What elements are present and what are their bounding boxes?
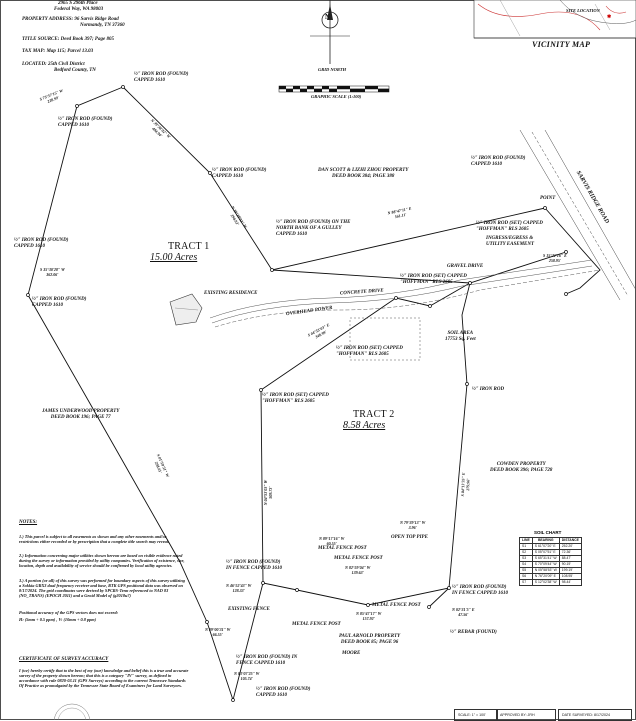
tract1-acres: 15.00 Acres <box>150 252 198 263</box>
owner-address-line2: Federal Way, WA 98003 <box>54 7 104 12</box>
rod-road-label: ½" IRON ROD (FOUND) CAPPED 1610 <box>471 156 526 167</box>
bearing-7: S 04°13'35" E 279.96' <box>459 472 471 497</box>
north-arrow-icon <box>310 0 350 64</box>
rod-bottom-label: ½" IRON ROD (FOUND) CAPPED 1610 <box>256 687 311 698</box>
rebar-label: ½" REBAR (FOUND) <box>450 630 497 635</box>
north-label: GRID NORTH <box>318 67 347 72</box>
north-letter: N <box>325 13 331 21</box>
driveway-lines <box>209 259 601 361</box>
moore-property: MOORE <box>342 651 361 656</box>
metal-fence-post-2: METAL FENCE POST <box>334 556 383 561</box>
underwood-property: JAMES UNDERWOOD PROPERTY DEED BOOK 196; … <box>42 409 120 420</box>
note-4: Positional accuracy of the GPS vectors d… <box>19 610 119 615</box>
soil-chart-title: SOIL CHART <box>534 530 562 535</box>
graphic-scale <box>278 85 390 93</box>
soil-chart-header-row: LINE BEARING DISTANCE <box>519 537 582 544</box>
monuments <box>26 85 568 702</box>
soil-bearing: S 61°07'20" E <box>531 543 560 550</box>
rod-gulley-label: ½" IRON ROD (FOUND) ON THE NORTH BANK OF… <box>276 220 351 237</box>
rod-left-mid-label: ½" IRON ROD (FOUND) CAPPED 1610 <box>14 238 69 249</box>
bearing-9: N 89°17'16" W 60.55' <box>319 536 345 546</box>
located: LOCATED: 25th Civil District <box>22 62 85 67</box>
bearing-17: N 03°07'25" W 105.74' <box>234 671 260 681</box>
metal-fence-post-1: METAL FENCE POST <box>318 546 367 551</box>
bearing-8: N 46°52'43" W 128.33' <box>226 583 252 593</box>
tract1-title: TRACT 1 <box>168 241 210 252</box>
notes-title: NOTES: <box>19 520 38 525</box>
property-city: Normandy, TN 37360 <box>80 23 125 28</box>
rod-set-hoffman3-label: ½" IRON ROD (SET) CAPPED "HOFFMAN" RLS 2… <box>336 346 403 357</box>
note-5: H: (5mm + 0.5 ppm) , V: (10mm + 0.8 ppm) <box>19 617 97 622</box>
note-3: 3.) A portion (or all) of this survey wa… <box>19 578 185 599</box>
seal-icon <box>53 703 91 720</box>
metal-fence-post-4: METAL FENCE POST <box>292 622 341 627</box>
title-block-scale: SCALE: 1" = 100' <box>454 709 498 721</box>
gravel-drive-label: GRAVEL DRIVE <box>447 264 484 269</box>
tax-map: TAX MAP: Map 115; Parcel 13.03 <box>22 49 94 54</box>
vicinity-map-title: VICINITY MAP <box>532 40 591 49</box>
rod-east-label: ½" IRON ROD <box>472 387 505 392</box>
tract2-title: TRACT 2 <box>353 409 395 420</box>
site-location-label: SITE LOCATION <box>566 8 600 13</box>
note-1: 1.) This parcel is subject to all easeme… <box>19 534 170 545</box>
soil-bearing: S 70°09'44" W <box>531 561 560 568</box>
located-county: Bedford County, TN <box>54 68 96 73</box>
existing-residence-icon <box>169 293 203 326</box>
open-top-pipe-label: OPEN TOP PIPE <box>391 535 428 540</box>
rod-fence-bottom-label: ½" IRON ROD (FOUND) IN FENCE CAPPED 1610 <box>236 655 298 666</box>
title-source: TITLE SOURCE: Deed Book 397; Page 805 <box>22 37 114 42</box>
rod-left-lower-label: ½" IRON ROD (FOUND) CAPPED 1610 <box>32 297 87 308</box>
soil-line: S7 <box>519 579 533 586</box>
ingress-easement-label: INGRESS/EGRESS & UTILITY EASEMENT <box>486 236 535 247</box>
property-address: PROPERTY ADDRESS: 96 Sarvis Ridge Road <box>22 17 119 22</box>
bearing-11: N 85°47'17" W 157.92' <box>356 611 382 621</box>
bearing-10: N 82°59'04" W 139.63' <box>345 565 371 575</box>
soil-bearing: S 05°07'51" E <box>531 549 560 556</box>
certificate-title: CERTIFICATE OF SURVEY ACCURACY <box>19 657 109 662</box>
rod-left-upper-label: ½" IRON ROD (FOUND) CAPPED 1610 <box>58 117 113 128</box>
soil-area-label: SOIL AREA 17753 Sq. Feet <box>445 331 476 342</box>
arnold-property: PAUL ARNOLD PROPERTY DEED BOOK 85; PAGE … <box>339 634 401 645</box>
rod-mid-label: ½" IRON ROD (FOUND) CAPPED 1610 <box>212 168 267 179</box>
rod-set-hoffman4-label: ½" IRON ROD (SET) CAPPED "HOFFMAN" RLS 2… <box>262 393 329 404</box>
existing-residence-label: EXISTING RESIDENCE <box>204 291 258 296</box>
rod-fence-left-label: ½" IRON ROD (FOUND) IN FENCE CAPPED 1610 <box>226 560 282 571</box>
soil-distance: 98.44' <box>558 579 582 586</box>
soil-bearing: S 65°31'41" W <box>531 555 560 562</box>
rod-set-hoffman1-label: ½" IRON ROD (SET) CAPPED "HOFFMAN" RLS 2… <box>476 221 543 232</box>
title-block-approved: APPROVED BY: JRH <box>496 709 556 721</box>
rod-fence-right-label: ½" IRON ROD (FOUND) IN FENCE CAPPED 1610 <box>452 585 508 596</box>
cowden-property: COWDEN PROPERTY DEED BOOK 396; PAGE 728 <box>490 462 553 473</box>
tract2-acres: 8.58 Acres <box>343 420 386 431</box>
bearing-6: S 15°31'16" E 258.95' <box>543 253 567 263</box>
rod-set-hoffman2-label: ½" IRON ROD (SET) CAPPED "HOFFMAN" RLS 2… <box>400 274 467 285</box>
soil-bearing: N 05°58'53" W <box>531 567 560 574</box>
metal-fence-post-3: METAL FENCE POST <box>372 603 421 608</box>
vicinity-map: ✱ <box>473 0 636 39</box>
scale-label: GRAPHIC SCALE (1:100) <box>311 94 362 99</box>
point-label: POINT <box>540 196 556 201</box>
soil-chart-header: DISTANCE <box>558 537 582 544</box>
dan-scott-property: DAN SCOTT & LIZHI ZHOU PROPERTY DEED BOO… <box>318 168 409 179</box>
bearing-14: N 04°53'03" W 509.73' <box>263 479 273 506</box>
note-2: 2.) Information concerning major utiliti… <box>19 553 185 569</box>
bearing-5: S 35°30'28" W 362.06' <box>40 267 65 277</box>
existing-fence-label: EXISTING FENCE <box>228 607 270 612</box>
certificate-body: I (we) hereby certify that to the best o… <box>19 668 189 689</box>
title-block-date: DATE SURVEYED: 8/17/2024 <box>558 709 632 721</box>
bearing-13: N 02°31'5" E 47.56' <box>452 607 475 617</box>
sarvis-ridge-road <box>519 129 636 301</box>
svg-text:✱: ✱ <box>607 14 612 20</box>
soil-bearing: S 12°02'38" W <box>531 579 560 586</box>
rod-top-label: ½" IRON ROD (FOUND) CAPPED 1610 <box>134 72 189 83</box>
owner-address-line1: 2965 S 296th Place <box>58 1 98 6</box>
bearing-12: N 79°39'13" W 3.96' <box>400 520 426 530</box>
bearing-16: N 09°00'31" W 66.55' <box>205 627 231 637</box>
soil-bearing: N 76°20'09" E <box>531 573 560 580</box>
